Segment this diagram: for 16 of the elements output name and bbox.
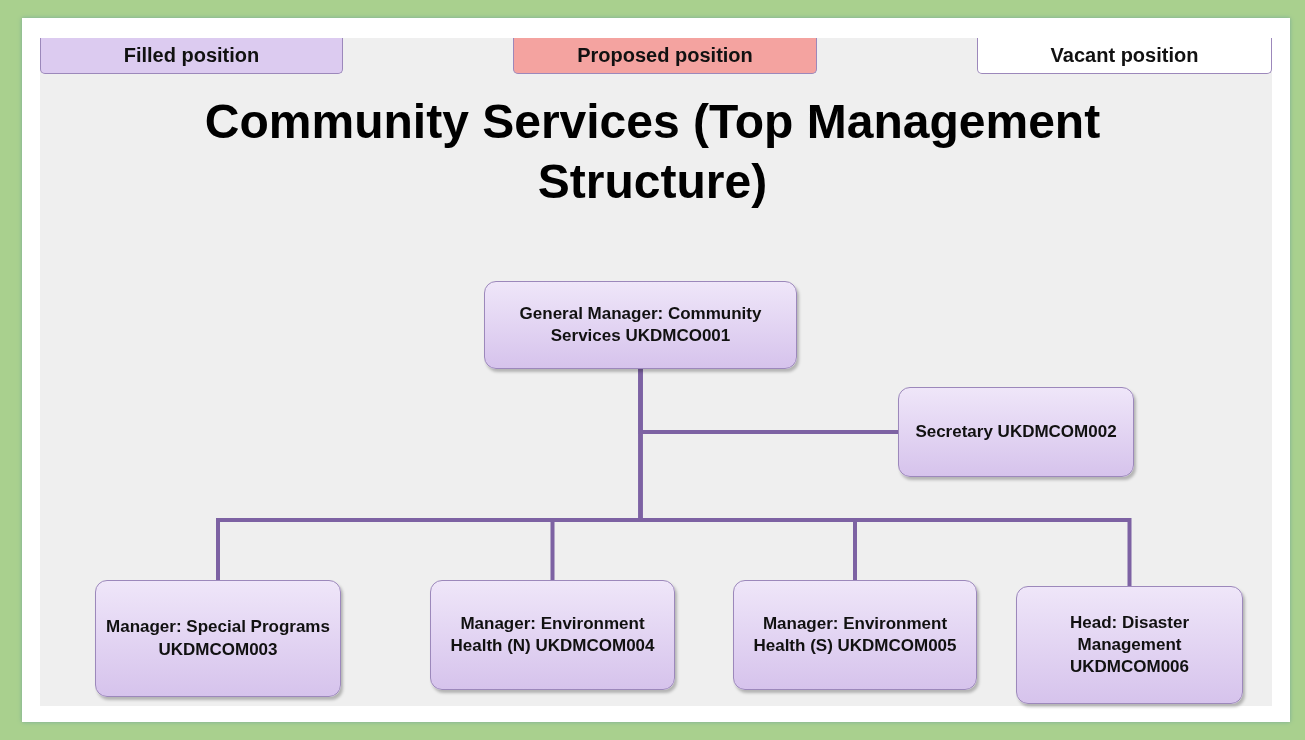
diagram-title: Community Services (Top Management Structure)	[203, 94, 1102, 210]
position-box	[733, 580, 977, 690]
position-label: Manager: Environment Health (N) UKDMCOM004	[449, 612, 656, 657]
position-label: Manager: Environment Health (S) UKDMCOM005	[752, 612, 958, 657]
position-label: Secretary UKDMCOM002	[914, 420, 1118, 443]
position-label: Manager: Special Programs UKDMCOM003	[105, 616, 331, 661]
position-label: General Manager: Community Services UKDMCO001	[518, 302, 763, 347]
legend-label: Vacant position	[1050, 44, 1199, 67]
position-box	[430, 580, 675, 690]
position-label: Head: Disaster Management UKDMCOM006	[1068, 611, 1191, 679]
position-box	[1016, 586, 1243, 704]
position-box	[898, 387, 1134, 477]
legend-label: Proposed position	[577, 44, 753, 67]
position-box	[484, 281, 797, 369]
position-box	[95, 580, 341, 697]
legend-label: Filled position	[123, 44, 260, 67]
